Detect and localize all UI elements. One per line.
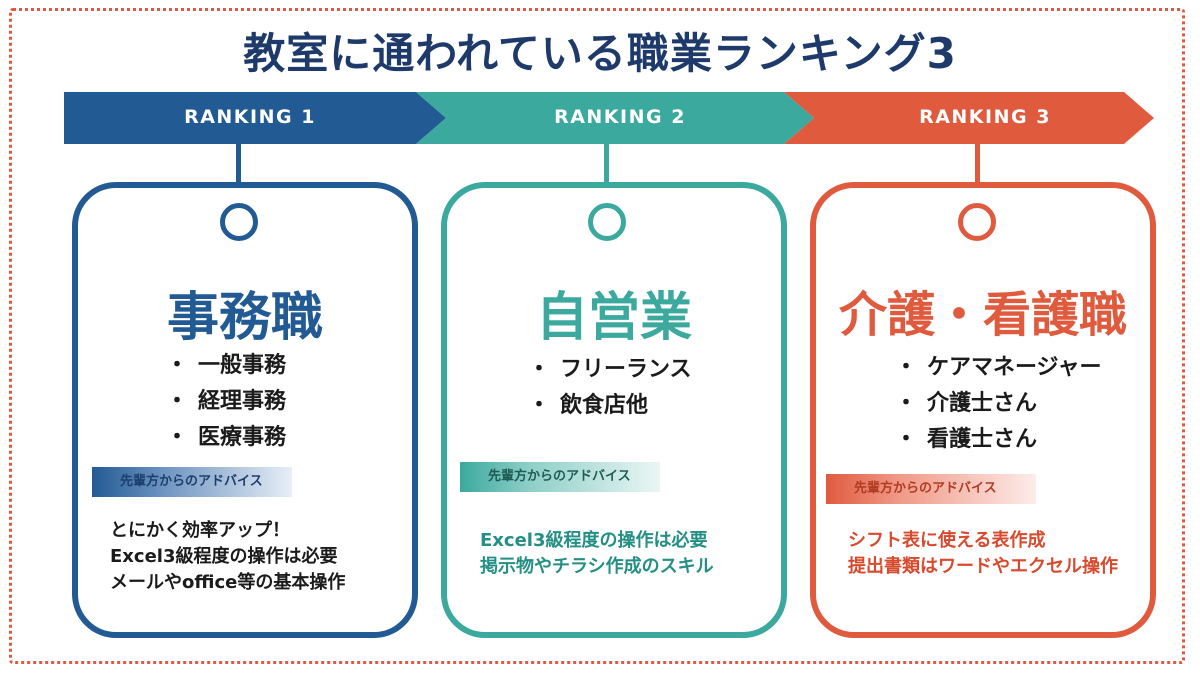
ranking-1-items: ・一般事務 ・経理事務 ・医療事務 (166, 348, 286, 456)
ranking-2-label: RANKING 2 (554, 106, 686, 128)
ranking-1-arrow (64, 92, 446, 144)
ranking-2-card (441, 182, 787, 638)
ranking-3-advice: シフト表に使える表作成 提出書類はワードやエクセル操作 (848, 528, 1118, 580)
card-2-ring (588, 203, 626, 241)
card-3-ring (958, 203, 996, 241)
ranking-1-card (72, 182, 418, 638)
list-item: ・飲食店他 (528, 393, 649, 418)
advice-line: Excel3級程度の操作は必要 (110, 546, 338, 567)
ranking-2-arrow (416, 92, 814, 144)
card-1-ring (220, 203, 258, 241)
ranking-3-job: 介護・看護職 (838, 287, 1127, 343)
card-1-connector (236, 144, 241, 204)
ranking-2-items: ・フリーランス ・飲食店他 (528, 352, 692, 424)
advice-line: とにかく効率アップ！ (110, 520, 290, 541)
advice-line: Excel3級程度の操作は必要 (480, 530, 708, 551)
list-item: ・一般事務 (166, 353, 287, 378)
dotted-frame (9, 8, 1185, 664)
page-title: 教室に通われている職業ランキング3 (243, 29, 957, 78)
ranking-3-items: ・ケアマネージャー ・介護士さん ・看護士さん (895, 350, 1101, 458)
ranking-2-job: 自営業 (535, 288, 692, 348)
ranking-3-arrow (784, 92, 1154, 144)
list-item: ・フリーランス (528, 357, 692, 382)
list-item: ・看護士さん (895, 427, 1038, 452)
ranking-arrow-banner (64, 92, 1154, 144)
ranking-1-advice-label: 先輩方からのアドバイス (92, 467, 292, 497)
list-item: ・ケアマネージャー (895, 355, 1102, 380)
card-3-connector (975, 144, 980, 204)
advice-line: メールやoffice等の基本操作 (110, 572, 346, 593)
ranking-1-advice: とにかく効率アップ！ Excel3級程度の操作は必要 メールやoffice等の基… (110, 518, 345, 596)
card-2-connector (604, 144, 609, 204)
ranking-3-label: RANKING 3 (919, 106, 1051, 128)
ranking-3-card (810, 182, 1156, 638)
list-item: ・医療事務 (166, 425, 287, 450)
ranking-1-job: 事務職 (166, 288, 323, 348)
list-item: ・経理事務 (166, 389, 287, 414)
ranking-1-label: RANKING 1 (184, 106, 316, 128)
list-item: ・介護士さん (895, 391, 1038, 416)
ranking-2-advice: Excel3級程度の操作は必要 掲示物やチラシ作成のスキル (480, 528, 714, 580)
ranking-3-advice-label: 先輩方からのアドバイス (826, 474, 1036, 504)
advice-line: 掲示物やチラシ作成のスキル (480, 556, 714, 577)
advice-line: 提出書類はワードやエクセル操作 (848, 556, 1118, 577)
advice-line: シフト表に使える表作成 (848, 530, 1046, 551)
ranking-2-advice-label: 先輩方からのアドバイス (460, 462, 660, 492)
